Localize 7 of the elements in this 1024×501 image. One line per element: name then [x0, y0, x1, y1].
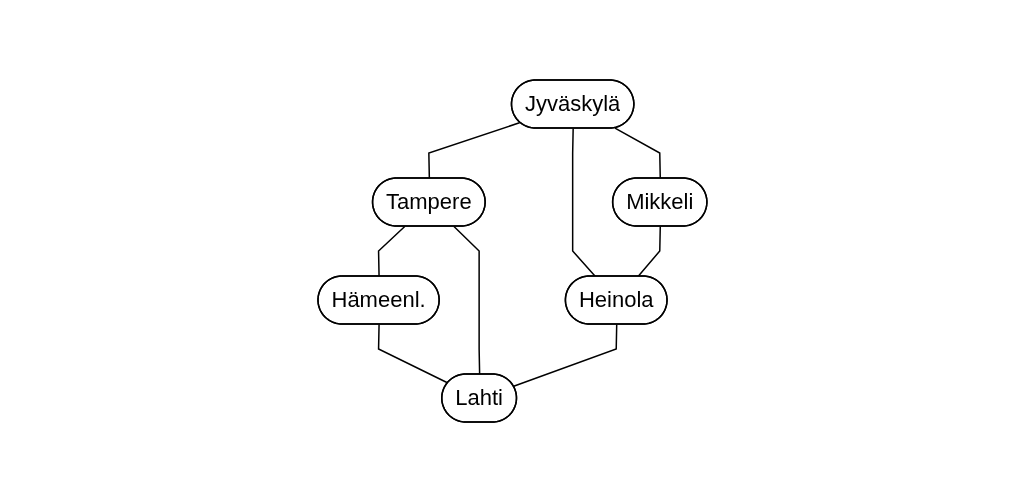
connector [512, 323, 618, 387]
connector [636, 225, 661, 277]
connector [377, 225, 406, 277]
connector [571, 127, 596, 277]
connector [613, 126, 661, 179]
connector [427, 121, 521, 179]
connector [452, 225, 480, 375]
